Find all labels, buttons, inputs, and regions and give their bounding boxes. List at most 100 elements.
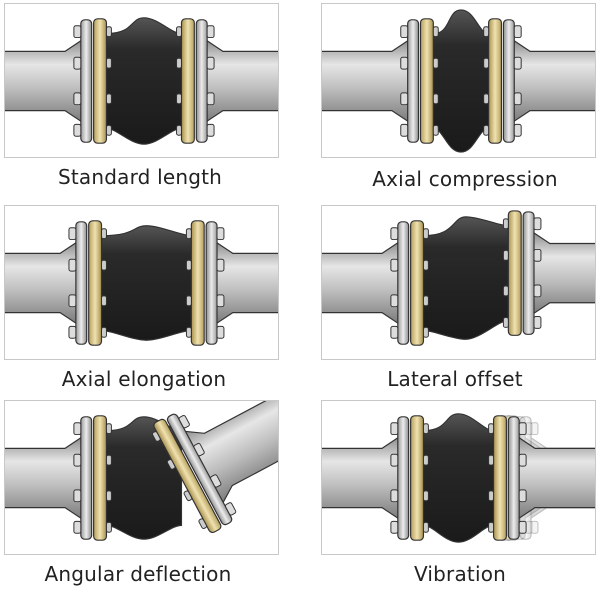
bolt-nut — [483, 93, 490, 105]
bolt-nut — [488, 454, 495, 466]
joint-illustration-lateral — [322, 210, 595, 346]
bolt-nut — [101, 259, 107, 271]
bolt-head — [73, 422, 82, 436]
bolt-head — [206, 123, 215, 137]
bolt-nut — [176, 26, 182, 38]
brass-flange — [93, 415, 108, 541]
bolt-head — [513, 56, 522, 70]
bolt-head — [206, 92, 215, 106]
bolt-nut — [101, 326, 107, 338]
bolt-nut — [101, 228, 107, 240]
bolt-head — [68, 294, 77, 308]
brass-flange — [507, 210, 522, 336]
bolt-head — [518, 520, 527, 534]
pipe-flange-assembly — [322, 18, 439, 144]
bolt-head — [518, 489, 527, 503]
label-angular-deflection: Angular deflection — [44, 562, 232, 586]
pipe — [516, 435, 595, 521]
pipe-flange-assembly — [176, 18, 278, 144]
bolt-head — [216, 227, 225, 241]
bolt-nut — [105, 490, 112, 502]
joint-illustration-vibration — [322, 413, 595, 543]
bolt-head — [390, 325, 399, 339]
joint-illustration-standard — [5, 17, 278, 145]
bolt-head — [216, 325, 225, 339]
bolt-head — [513, 123, 522, 137]
bolt-head — [400, 123, 409, 137]
steel-flange — [205, 221, 218, 345]
bolt-nut — [422, 228, 429, 240]
bolt-head — [73, 25, 82, 39]
panel-vibration — [321, 400, 596, 555]
bolt-nut — [422, 423, 429, 435]
pipe-flange-assembly — [322, 220, 429, 346]
steel-flange — [397, 416, 410, 540]
joint-illustration-compression — [322, 9, 595, 153]
joint-illustration-angular — [5, 401, 278, 541]
bolt-head — [68, 258, 77, 272]
panel-standard-length — [4, 3, 279, 158]
bolt-nut — [152, 431, 161, 442]
bolt-head — [533, 217, 542, 231]
bolt-nut — [176, 124, 182, 136]
pipe — [5, 38, 84, 124]
bolt-head — [73, 520, 82, 534]
bolt-nut — [105, 26, 112, 38]
panel-lateral-offset — [321, 205, 596, 360]
pipe — [214, 240, 278, 326]
steel-flange — [522, 211, 535, 335]
pipe — [5, 240, 79, 326]
label-standard-length: Standard length — [57, 165, 223, 189]
brass-flange — [93, 18, 108, 144]
brass-flange — [180, 18, 195, 144]
bolt-head — [178, 415, 190, 429]
bolt-nut — [422, 326, 429, 338]
bolt-head — [224, 502, 237, 516]
brass-flange — [492, 415, 507, 541]
bolt-head — [400, 56, 409, 70]
bolt-nut — [502, 218, 509, 230]
bolt-nut — [422, 295, 429, 307]
bolt-nut — [488, 423, 495, 435]
bolt-head — [390, 422, 399, 436]
joint-illustration-elongation — [5, 220, 278, 346]
bolt-head — [400, 92, 409, 106]
bolt-head — [390, 258, 399, 272]
brass-flange — [153, 418, 222, 534]
brass-flange — [190, 220, 205, 346]
panel-axial-compression — [321, 3, 596, 158]
bolt-nut — [483, 26, 490, 38]
label-axial-elongation: Axial elongation — [61, 367, 227, 391]
rubber-bellows — [105, 17, 183, 145]
bolt-nut — [502, 249, 509, 261]
bolt-nut — [483, 124, 490, 136]
bolt-nut — [432, 93, 439, 105]
steel-flange — [166, 413, 233, 526]
bolt-head — [533, 316, 542, 329]
bolt-head — [216, 294, 225, 308]
bolt-head — [210, 474, 222, 488]
bolt-nut — [488, 521, 495, 533]
bolt-head — [73, 489, 82, 503]
pipe-flange-assembly — [5, 220, 107, 346]
pipe-flange-assembly — [185, 220, 278, 346]
bolt-head — [68, 227, 77, 241]
bolt-nut — [185, 326, 192, 338]
brass-flange — [488, 18, 503, 144]
brass-flange — [419, 18, 434, 144]
bolt-nut — [176, 93, 182, 105]
pipe — [322, 38, 411, 124]
bolt-head — [390, 489, 399, 503]
rubber-bellows — [422, 413, 495, 543]
steel-flange — [80, 19, 93, 143]
bolt-head — [518, 453, 527, 467]
pipe-flange-assembly — [488, 415, 595, 541]
bolt-head — [193, 442, 205, 457]
rubber-bellows — [100, 225, 192, 341]
pipe — [531, 230, 595, 316]
bolt-head — [390, 294, 399, 308]
bolt-nut — [422, 521, 429, 533]
brass-flange — [410, 415, 425, 541]
bolt-head — [533, 284, 542, 298]
bolt-head — [206, 56, 215, 70]
